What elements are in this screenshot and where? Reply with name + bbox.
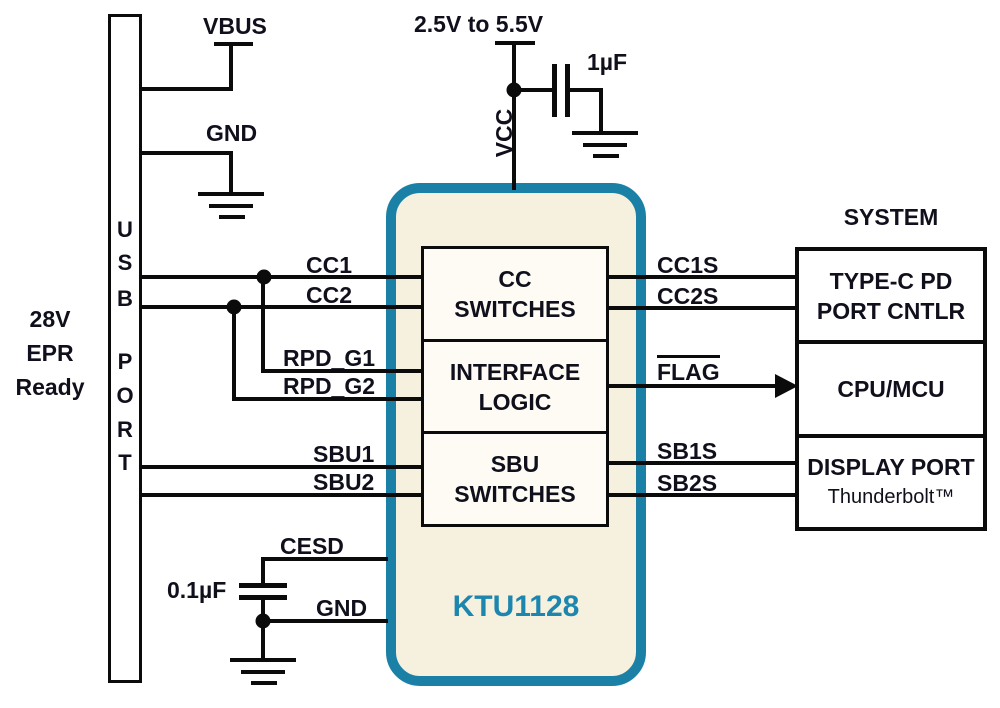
cap1-wire-down bbox=[599, 88, 603, 133]
wire-cesd bbox=[261, 557, 388, 561]
wire-sb1s bbox=[606, 461, 796, 465]
wire-sb2s bbox=[606, 493, 796, 497]
usb-port-letter: T bbox=[118, 450, 132, 475]
usb-port-letter: P bbox=[117, 349, 133, 374]
chip-name: KTU1128 bbox=[452, 590, 580, 623]
block-interface-logic: INTERFACE LOGIC bbox=[424, 338, 606, 432]
usb-port-letter: R bbox=[117, 417, 133, 442]
cap2-plate bbox=[239, 583, 287, 588]
gnd-top-label: GND bbox=[206, 120, 258, 146]
block-display-port: DISPLAY PORT Thunderbolt™ bbox=[799, 433, 983, 527]
pin-label-sb1s: SB1S bbox=[657, 438, 718, 464]
system-blocks: TYPE-C PD PORT CNTLR CPU/MCU DISPLAY POR… bbox=[795, 247, 987, 531]
pin-label-cc1s: CC1S bbox=[657, 252, 719, 278]
block-text: INTERFACE bbox=[449, 358, 581, 385]
wire-flag bbox=[606, 384, 779, 388]
wire-gnd-bottom bbox=[263, 619, 388, 623]
wire-sbu2 bbox=[142, 493, 425, 497]
pin-label-sb2s: SB2S bbox=[657, 470, 718, 496]
gnd-top-wire-vertical bbox=[229, 153, 233, 195]
flag-overline-text: FLAG bbox=[657, 355, 720, 384]
vbus-label: VBUS bbox=[203, 13, 267, 39]
block-type-c-pd-port-cntlr: TYPE-C PD PORT CNTLR bbox=[799, 251, 983, 340]
vbus-wire-horizontal bbox=[142, 87, 233, 91]
pin-label-cc2: CC2 bbox=[306, 282, 353, 308]
vcc-pin-label: VCC bbox=[491, 108, 517, 158]
block-text: LOGIC bbox=[478, 388, 552, 415]
usb-port-letter: O bbox=[116, 383, 134, 408]
epr-note: 28V EPR Ready bbox=[3, 302, 97, 404]
cap1-value-label: 1µF bbox=[587, 49, 628, 75]
ground-symbol-bar bbox=[583, 143, 627, 147]
wire-rpd-g2 bbox=[232, 397, 425, 401]
pin-label-flag: FLAG bbox=[657, 355, 720, 384]
vcc-wire-vertical bbox=[512, 43, 516, 190]
ground-symbol-bar bbox=[241, 670, 285, 674]
vbus-terminal-bar bbox=[214, 42, 253, 46]
usb-port-letter: B bbox=[117, 286, 133, 311]
pin-label-cesd: CESD bbox=[280, 533, 344, 559]
block-text: SBU bbox=[490, 451, 540, 478]
block-text: CPU/MCU bbox=[837, 375, 945, 402]
pin-label-rpd-g2: RPD_G2 bbox=[283, 373, 376, 399]
block-cc-switches: CC SWITCHES bbox=[424, 249, 606, 339]
wire-cc1 bbox=[142, 275, 425, 279]
junction-dot-gnd bbox=[255, 613, 271, 629]
wire-sbu1 bbox=[142, 465, 425, 469]
wire-rpd-g2-vertical bbox=[232, 307, 236, 401]
supply-range-label: 2.5V to 5.5V bbox=[414, 11, 544, 37]
cap1-wire-left bbox=[516, 88, 552, 92]
junction-dot-vcc bbox=[506, 82, 522, 98]
cap2-value-label: 0.1µF bbox=[167, 577, 227, 603]
ground-symbol-bar bbox=[572, 131, 638, 135]
block-text-thunderbolt: Thunderbolt™ bbox=[827, 486, 955, 509]
epr-note-line: Ready bbox=[15, 374, 85, 400]
pin-label-rpd-g1: RPD_G1 bbox=[283, 345, 376, 371]
cap2-plate bbox=[239, 595, 287, 600]
pin-label-sbu1: SBU1 bbox=[313, 441, 375, 467]
pin-label-cc2s: CC2S bbox=[657, 283, 719, 309]
wire-cc2 bbox=[142, 305, 425, 309]
cap1-plate bbox=[552, 64, 557, 117]
chip-function-blocks: CC SWITCHES INTERFACE LOGIC SBU SWITCHES bbox=[421, 246, 609, 527]
block-text: TYPE-C PD bbox=[829, 267, 953, 294]
block-text: DISPLAY PORT bbox=[807, 454, 975, 481]
cap2-wire-up bbox=[261, 559, 265, 585]
flag-arrowhead bbox=[775, 374, 798, 398]
cap1-wire-right bbox=[570, 88, 603, 92]
block-cpu-mcu: CPU/MCU bbox=[799, 340, 983, 433]
gnd-top-wire-horizontal bbox=[142, 151, 233, 155]
ground-symbol-bar bbox=[593, 154, 619, 158]
wire-cc2s bbox=[606, 306, 796, 310]
cap2-wire-down bbox=[261, 600, 265, 659]
ground-symbol-bar bbox=[209, 204, 253, 208]
vbus-wire-vertical bbox=[229, 44, 233, 91]
wire-cc1s bbox=[606, 275, 796, 279]
pin-label-sbu2: SBU2 bbox=[313, 469, 375, 495]
block-text: CC bbox=[498, 265, 532, 292]
usb-port-letter: S bbox=[117, 250, 133, 275]
block-sbu-switches: SBU SWITCHES bbox=[424, 431, 606, 524]
ground-symbol-bar bbox=[230, 658, 296, 662]
epr-note-line: 28V bbox=[29, 306, 71, 332]
system-title: SYSTEM bbox=[843, 204, 939, 230]
ground-symbol-bar bbox=[198, 192, 264, 196]
block-text: PORT CNTLR bbox=[816, 297, 966, 324]
epr-note-line: EPR bbox=[26, 340, 74, 366]
wire-rpd-g1-vertical bbox=[261, 277, 265, 373]
ground-symbol-bar bbox=[219, 215, 245, 219]
pin-label-cc1: CC1 bbox=[306, 252, 353, 278]
cap1-plate bbox=[565, 64, 570, 117]
usb-port-connector bbox=[108, 14, 142, 683]
wire-rpd-g1 bbox=[261, 369, 425, 373]
pin-label-gnd-bottom: GND bbox=[316, 595, 368, 621]
block-text: SWITCHES bbox=[454, 295, 576, 322]
block-text: SWITCHES bbox=[454, 481, 576, 508]
ground-symbol-bar bbox=[251, 681, 277, 685]
usb-port-letter: U bbox=[117, 217, 133, 242]
